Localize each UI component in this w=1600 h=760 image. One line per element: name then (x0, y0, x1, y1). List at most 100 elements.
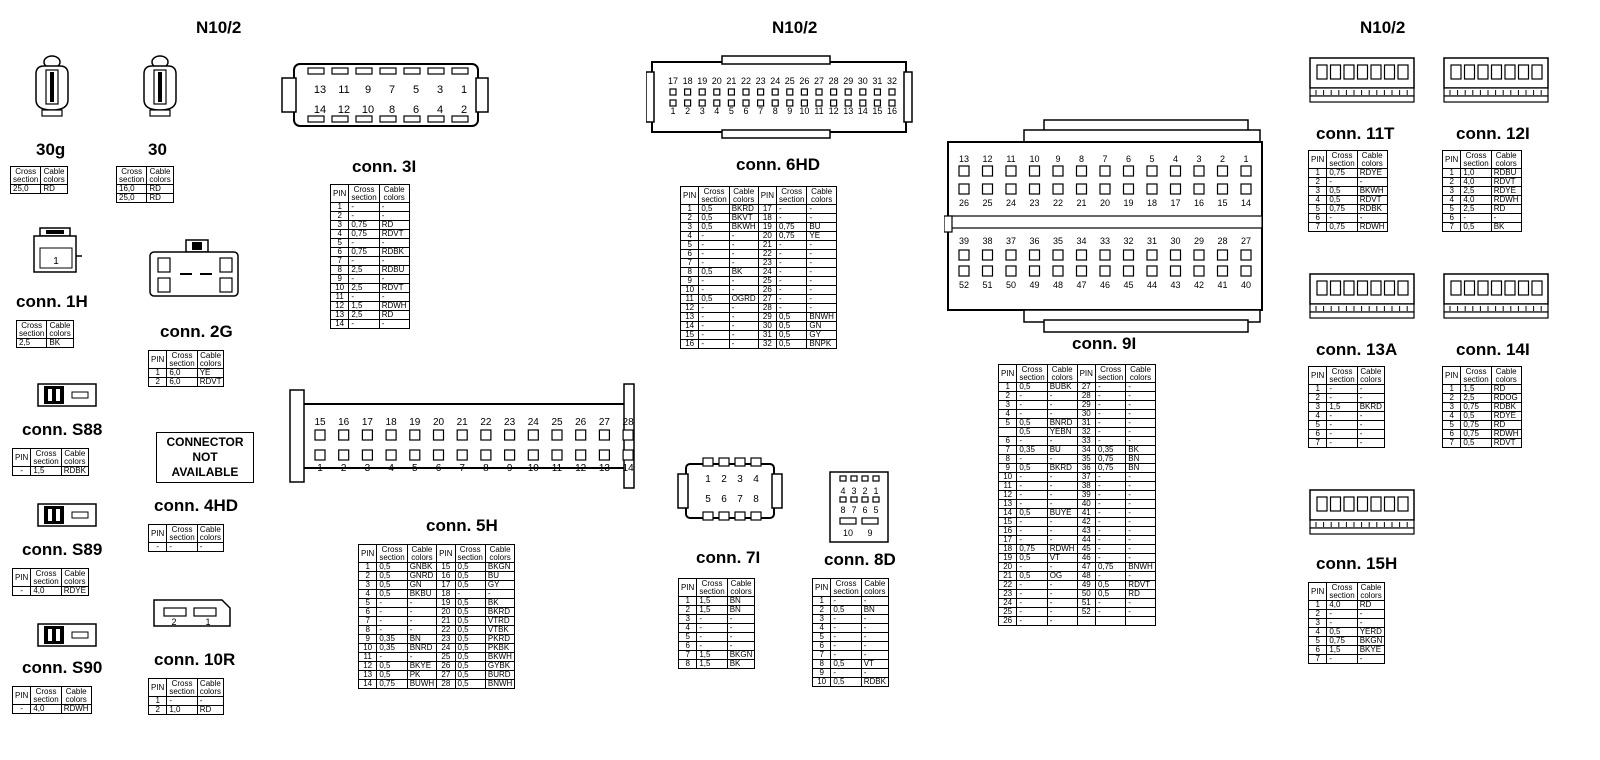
pin-cavity (409, 449, 421, 461)
table-cell: - (1326, 654, 1358, 664)
pin-number: 48 (1053, 280, 1063, 290)
table-cell: - (11, 586, 32, 596)
pin-number: 12 (338, 104, 350, 116)
pin-cavity (1028, 249, 1041, 261)
pin-cavity (1316, 496, 1328, 512)
pin-cavity (527, 449, 539, 461)
pin-cavity (1343, 64, 1355, 80)
not-available-line-3: AVAILABLE (171, 465, 239, 479)
pin-number: 27 (1241, 236, 1251, 246)
pin-number: 49 (1029, 280, 1039, 290)
label-conn-9i: conn. 9I (1072, 334, 1137, 353)
label-conn-10r: conn. 10R (154, 650, 236, 669)
pin-cavity (861, 475, 869, 482)
pin-number: 16 (1194, 198, 1204, 208)
pin-cavity (1052, 249, 1064, 261)
pin-cavity (1052, 265, 1064, 277)
pin-number: 13 (599, 463, 611, 474)
pin-cavity (873, 99, 881, 107)
label-30: 30 (148, 140, 167, 159)
pin-number: 18 (386, 417, 398, 428)
pin-cavity (830, 99, 838, 107)
pin-cavity (451, 67, 469, 75)
latch (1023, 129, 1261, 143)
pin-cavity (1028, 265, 1041, 277)
column-header: PIN (1307, 582, 1328, 601)
pin-cavity (314, 449, 326, 461)
pin-cavity (958, 183, 970, 195)
pin-cavity (734, 457, 746, 467)
table-cell: 0,75 (1326, 222, 1358, 232)
pin-number: 3 (1196, 154, 1201, 164)
pin-cavity (888, 88, 896, 96)
pin-number: 35 (1053, 236, 1063, 246)
pin-cavity (698, 99, 706, 107)
label-conn-3i: conn. 3I (352, 157, 417, 176)
pin-number: 39 (959, 236, 969, 246)
table-row: 2-- (329, 211, 410, 221)
pin-number: 26 (799, 76, 809, 86)
column-header: PIN (11, 448, 32, 467)
table-row: 16--43-- (997, 526, 1156, 536)
pin-number: 37 (1006, 236, 1016, 246)
pin-number: 26 (575, 417, 587, 428)
pin-number: 5 (1149, 154, 1154, 164)
pin-cavity (1005, 183, 1017, 195)
table-row: 6-- (1441, 213, 1522, 223)
pin-cavity (379, 115, 397, 123)
connector-1h-drawing: 1 (33, 227, 82, 273)
pin-cavity (786, 99, 794, 107)
terminal-30g-drawing (35, 55, 69, 117)
table-cell: 7 (1441, 222, 1462, 232)
pin-cavity (1490, 280, 1503, 296)
pin-number: 32 (887, 76, 897, 86)
pin-number: 2 (1220, 154, 1225, 164)
pin-number: 30 (858, 76, 868, 86)
label-30g: 30g (36, 140, 66, 159)
pin-number: 29 (1194, 236, 1204, 246)
pin-cavity (385, 449, 397, 461)
pin-number: 5 (729, 106, 734, 116)
pin-cavity (1146, 183, 1158, 195)
table-cell: 52 (1076, 607, 1096, 617)
pin-number: 2 (862, 486, 867, 496)
table-row: 3--29-- (997, 400, 1156, 410)
table-cell: BK (46, 338, 74, 348)
pin-cavity (873, 88, 881, 96)
table-cell: - (1356, 438, 1385, 448)
rib (1309, 527, 1415, 535)
pin-cavity (331, 67, 349, 75)
table-row: 6--22-- (679, 249, 837, 259)
pin-cavity (1005, 165, 1017, 177)
pin-number: 24 (528, 417, 540, 428)
pin-cavity (702, 457, 714, 467)
table-cell: - (1046, 616, 1078, 626)
table-cell: - (1125, 607, 1156, 617)
latch (646, 71, 655, 123)
housing (685, 463, 775, 519)
pin-cavity (1099, 249, 1111, 261)
pin-number: 10 (528, 463, 540, 474)
